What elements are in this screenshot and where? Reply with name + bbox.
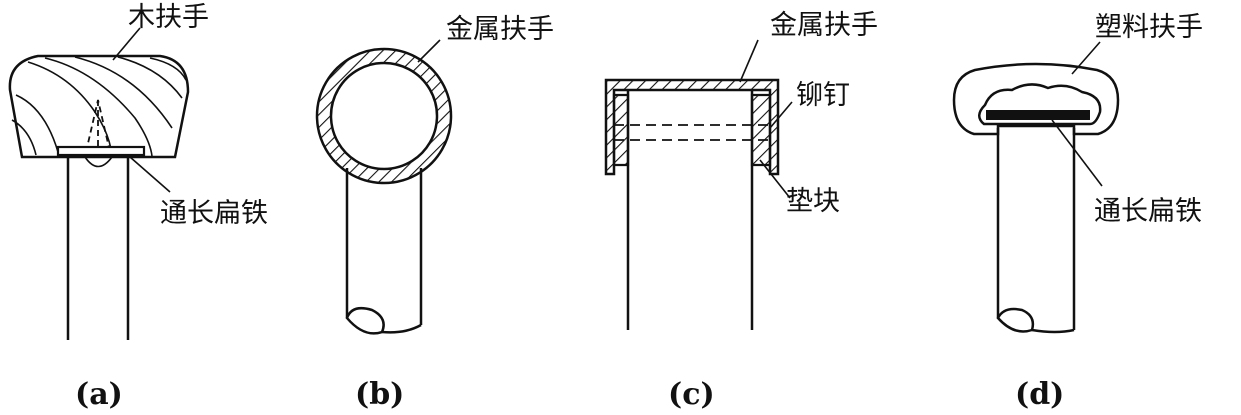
screw-head-a — [84, 156, 113, 168]
leader-flat-iron-a — [129, 156, 171, 193]
break-end-b — [345, 307, 385, 335]
plastic-inner-cavity — [978, 83, 1102, 126]
leader-spacer — [759, 159, 791, 199]
figure-a: 木扶手 通长扁铁 (a) — [8, 2, 268, 412]
leader-metal-handrail-c — [739, 39, 759, 83]
metal-channel-section — [604, 78, 780, 176]
flat-iron-a — [56, 145, 146, 157]
wood-handrail-section — [8, 54, 190, 159]
figure-b: 金属扶手 (b) — [315, 14, 554, 412]
figure-c: 金属扶手 铆钉 垫块 (c) — [604, 10, 878, 412]
figure-d: 塑料扶手 通长扁铁 (d) — [952, 12, 1203, 412]
label-rivet: 铆钉 — [796, 80, 850, 111]
label-flat-iron-d: 通长扁铁 — [1094, 196, 1202, 227]
caption-c: (c) — [668, 377, 715, 412]
leader-metal-handrail-b — [417, 39, 441, 63]
caption-d: (d) — [1015, 377, 1064, 412]
label-plastic-handrail: 塑料扶手 — [1095, 12, 1203, 43]
flat-iron-d — [986, 110, 1090, 120]
caption-a: (a) — [75, 377, 123, 412]
spacer-right — [750, 93, 772, 167]
metal-tube-section — [315, 47, 453, 185]
leader-wood-handrail — [112, 27, 141, 61]
spacer-left — [612, 93, 630, 167]
break-end-d — [996, 307, 1035, 333]
break-line-d — [1031, 328, 1075, 334]
label-spacer: 垫块 — [786, 186, 840, 217]
leader-rivet — [769, 101, 793, 129]
leader-flat-iron-d — [1051, 119, 1103, 187]
plastic-handrail-section — [952, 62, 1120, 136]
screw-dashed — [85, 99, 111, 153]
label-wood-handrail: 木扶手 — [128, 2, 209, 33]
label-metal-handrail-c: 金属扶手 — [770, 10, 878, 41]
caption-b: (b) — [355, 377, 404, 412]
leader-plastic-handrail — [1071, 41, 1101, 75]
label-flat-iron-a: 通长扁铁 — [160, 198, 268, 229]
label-metal-handrail-b: 金属扶手 — [446, 14, 554, 45]
wood-grain — [11, 56, 187, 157]
break-line-b — [381, 323, 422, 334]
